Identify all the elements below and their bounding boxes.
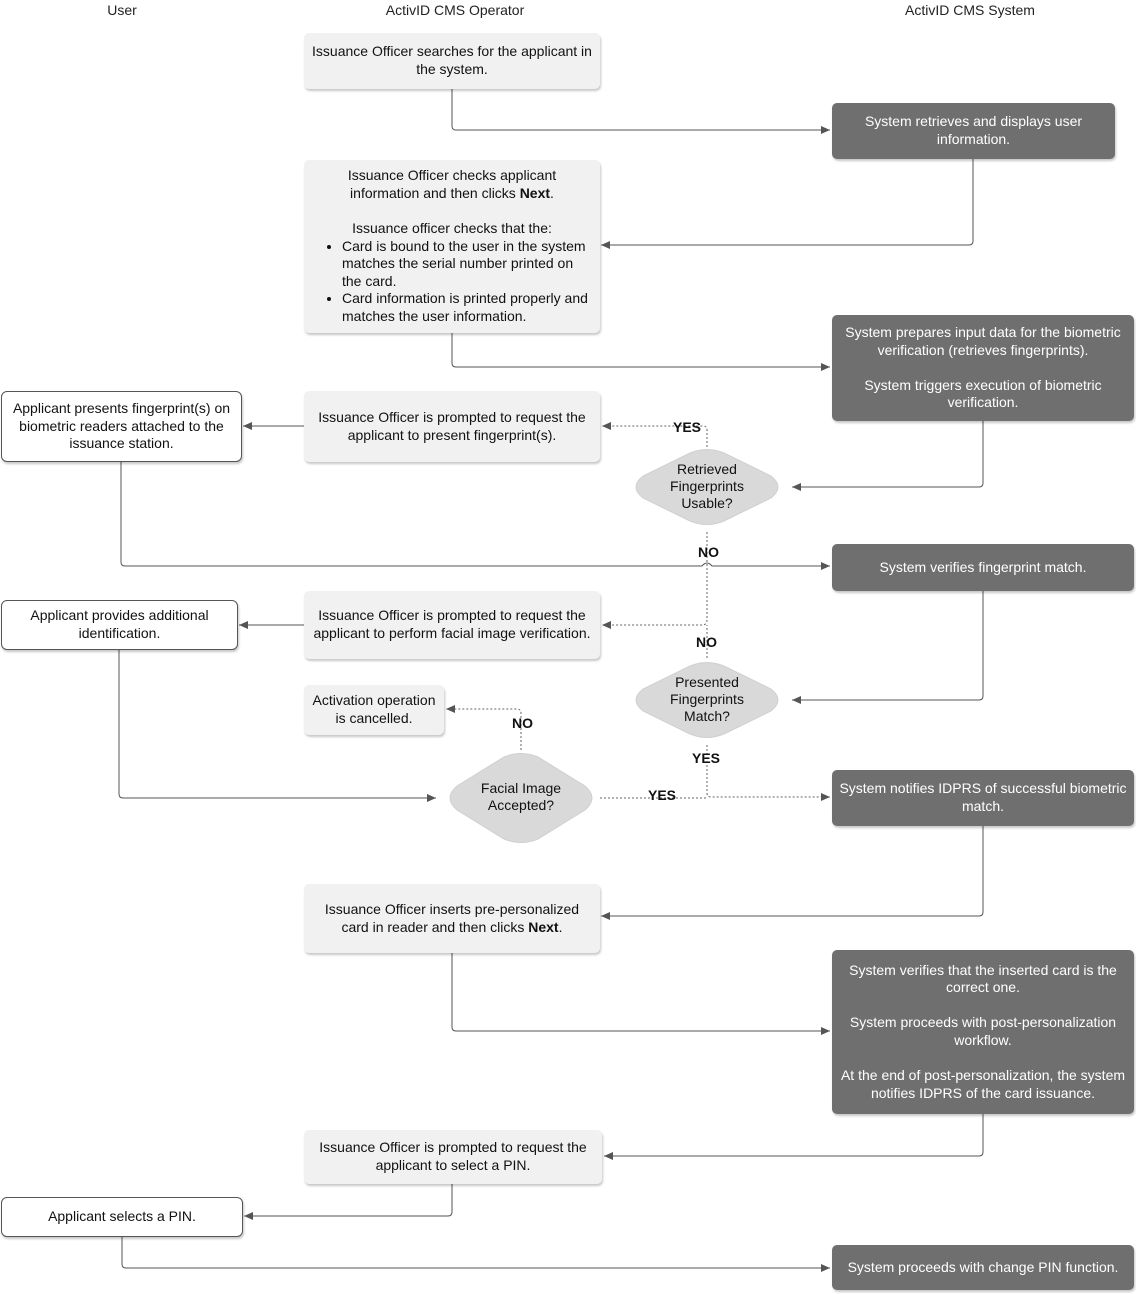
connector-verify-to-presented — [792, 591, 984, 704]
connector-promptpin-to-user — [244, 1184, 453, 1220]
step-check-subtitle: Issuance officer checks that the: — [352, 220, 552, 237]
edge-label-presented-no: NO — [696, 634, 717, 650]
step-search-applicant: Issuance Officer searches for the applic… — [304, 33, 600, 89]
step-prepare-biometric-p2: System triggers execution of biometric v… — [864, 376, 1102, 411]
step-retrieve-user-info-text: System retrieves and displays user infor… — [864, 113, 1083, 147]
connector-userpin-to-changepin — [121, 1237, 830, 1272]
step-post-personalization-p1: System verifies that the inserted card i… — [849, 961, 1117, 996]
step-post-personalization: System verifies that the inserted card i… — [832, 950, 1134, 1114]
step-check-bullets: Card is bound to the user in the system … — [312, 238, 592, 326]
step-post-personalization-p3: At the end of post-personalization, the … — [840, 1067, 1126, 1101]
step-insert-card-end: . — [558, 918, 563, 935]
step-notify-biometric-match: System notifies IDPRS of successful biom… — [832, 770, 1134, 826]
step-insert-card-main: Issuance Officer inserts pre-personalize… — [324, 900, 580, 935]
connector-insert-to-postperso — [451, 953, 830, 1035]
step-check-bullet-serial: Card is bound to the user in the system … — [342, 238, 592, 291]
step-present-fingerprint: Applicant presents fingerprint(s) on bio… — [1, 391, 242, 462]
connector-facial-no — [446, 705, 522, 750]
step-check-applicant-info: Issuance Officer checks applicant inform… — [304, 160, 600, 333]
connector-presented-yes — [706, 745, 830, 801]
step-present-fingerprint-text: Applicant presents fingerprint(s) on bio… — [12, 400, 231, 452]
decision-facial-label: Facial Image Accepted? — [480, 780, 562, 813]
edge-label-retrieved-no: NO — [698, 544, 719, 560]
step-operation-cancelled-text: Activation operation is cancelled. — [312, 692, 436, 726]
connector-retrieved-no — [602, 532, 708, 629]
edge-label-facial-no: NO — [512, 715, 533, 731]
step-prompt-pin-text: Issuance Officer is prompted to request … — [319, 1139, 587, 1173]
connector-retrieved-yes — [602, 422, 708, 447]
decision-facial-diamond — [449, 753, 593, 843]
connector-notify-to-insert — [601, 826, 984, 920]
edge-label-retrieved-yes: YES — [673, 419, 702, 435]
step-prepare-biometric-p1: System prepares input data for the biome… — [845, 324, 1121, 358]
connector-user-to-facial — [118, 650, 436, 802]
step-prompt-fingerprint: Issuance Officer is prompted to request … — [304, 391, 600, 462]
step-check-intro: Issuance Officer checks applicant inform… — [312, 167, 592, 202]
connector-prepare-to-retrieved — [792, 421, 984, 491]
next-keyword: Next — [519, 184, 551, 201]
lane-header-user: User — [107, 2, 137, 18]
connector-user-to-verify — [120, 462, 830, 570]
lane-header-system: ActivID CMS System — [905, 2, 1035, 18]
connector-check-to-prepare — [451, 333, 830, 371]
step-prompt-fingerprint-text: Issuance Officer is prompted to request … — [318, 408, 586, 443]
connector-postperso-to-promptpin — [604, 1114, 984, 1160]
step-additional-identification: Applicant provides additional identifica… — [1, 600, 238, 650]
decision-retrieved-label: Retrieved Fingerprints Usable? — [670, 461, 744, 511]
step-check-bullet-printed: Card information is printed properly and… — [342, 290, 592, 325]
step-select-pin: Applicant selects a PIN. — [1, 1197, 243, 1237]
next-keyword-insert: Next — [528, 918, 559, 935]
step-post-personalization-p2: System proceeds with post-personalizatio… — [849, 1014, 1117, 1048]
decision-retrieved-diamond — [635, 449, 779, 525]
step-change-pin-text: System proceeds with change PIN function… — [847, 1258, 1119, 1275]
step-prompt-facial-text: Issuance Officer is prompted to request … — [313, 607, 591, 641]
step-check-intro-end: . — [550, 184, 554, 201]
decision-presented-diamond — [635, 662, 779, 738]
step-prepare-biometric: System prepares input data for the biome… — [832, 315, 1134, 421]
step-search-applicant-text: Issuance Officer searches for the applic… — [312, 43, 592, 77]
step-select-pin-text: Applicant selects a PIN. — [48, 1208, 196, 1225]
step-change-pin: System proceeds with change PIN function… — [832, 1245, 1134, 1290]
step-insert-card-text: Issuance Officer inserts pre-personalize… — [310, 901, 594, 936]
edge-label-presented-yes: YES — [692, 750, 721, 766]
lane-header-operator: ActivID CMS Operator — [385, 2, 525, 18]
step-prompt-pin: Issuance Officer is prompted to request … — [304, 1130, 602, 1184]
step-check-intro-text: Issuance Officer checks applicant inform… — [347, 167, 557, 201]
step-additional-identification-text: Applicant provides additional identifica… — [30, 607, 209, 641]
step-verify-fingerprint: System verifies fingerprint match. — [832, 544, 1134, 591]
step-operation-cancelled: Activation operation is cancelled. — [304, 685, 444, 735]
edge-label-facial-yes: YES — [648, 787, 677, 803]
decision-presented-label: Presented Fingerprints Match? — [670, 674, 744, 724]
step-retrieve-user-info: System retrieves and displays user infor… — [832, 103, 1115, 159]
step-insert-card: Issuance Officer inserts pre-personalize… — [304, 884, 600, 953]
step-notify-biometric-match-text: System notifies IDPRS of successful biom… — [839, 780, 1127, 814]
step-prompt-facial: Issuance Officer is prompted to request … — [304, 591, 600, 659]
step-verify-fingerprint-text: System verifies fingerprint match. — [879, 558, 1087, 575]
connector-retrieve-to-check — [601, 159, 974, 249]
connector-search-to-retrieve — [451, 89, 830, 134]
